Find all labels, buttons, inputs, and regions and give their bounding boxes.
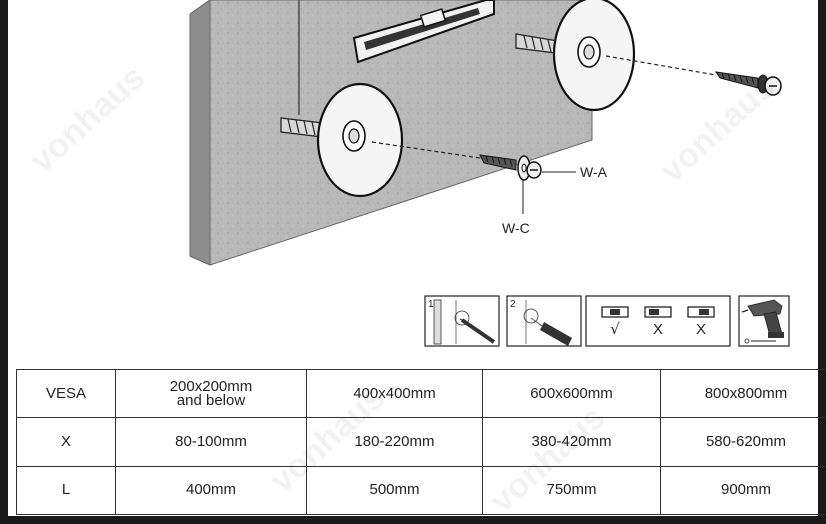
level-check-panel: √ X X: [585, 295, 731, 347]
table-cell: 900mm: [660, 465, 826, 516]
row-label: X: [16, 417, 116, 467]
cell-value-secondary: and below: [176, 391, 246, 409]
step-2-number: 2: [510, 299, 516, 310]
upper-washer-disc: [552, 0, 636, 112]
drill-bit-icon: [744, 338, 776, 344]
cell-value: 180-220mm: [354, 432, 435, 450]
step-1-panel: 1: [424, 295, 500, 347]
cell-value: 750mm: [546, 481, 597, 499]
row-label: VESA: [16, 368, 116, 419]
table-cell: 750mm: [482, 465, 661, 516]
cell-value: 80-100mm: [175, 432, 247, 450]
level-3: X: [687, 306, 715, 338]
table-cell: 500mm: [306, 465, 483, 516]
spirit-level: [352, 0, 495, 64]
cell-value: 580-620mm: [705, 432, 787, 450]
step-1-number: 1: [428, 299, 434, 310]
table-cell: 580-620mm: [660, 417, 826, 467]
step-2-panel: 2: [506, 295, 582, 347]
cell-value: 500mm: [369, 481, 420, 499]
upper-dashed-line: [605, 55, 717, 76]
table-row: X 80-100mm 180-220mm 380-420mm 580-620mm: [16, 417, 826, 467]
table-cell: 400x400mm: [306, 368, 483, 419]
cell-value: 400mm: [185, 481, 237, 499]
table-cell: 380-420mm: [482, 417, 661, 467]
table-cell: 80-100mm: [115, 417, 307, 467]
drill-panel: [738, 295, 790, 347]
upper-screw: [714, 71, 782, 96]
callout-wc: W-C: [502, 220, 530, 236]
cell-value: 200x200mm: [169, 377, 253, 395]
level-3-mark: X: [696, 321, 706, 338]
table-cell: 180-220mm: [306, 417, 483, 467]
table-cell: 400mm: [115, 465, 307, 516]
table-row: L 400mm 500mm 750mm 900mm: [16, 465, 826, 516]
level-2-mark: X: [653, 321, 663, 338]
lower-washer-disc: [316, 82, 404, 198]
level-2: X: [644, 306, 672, 338]
cell-value: 800x800mm: [704, 384, 788, 402]
callout-wa: W-A: [580, 164, 608, 180]
level-1-mark: √: [610, 320, 620, 338]
wall-mount-illustration: W-A W-C 1 2 √: [189, 0, 790, 347]
table-cell: 800x800mm: [660, 368, 826, 419]
drill-icon: [741, 299, 784, 338]
cell-value: 380-420mm: [531, 432, 612, 450]
cell-value: 600x600mm: [530, 384, 613, 402]
table-cell: 600x600mm: [482, 368, 661, 419]
lower-screw: [479, 154, 542, 181]
cell-value: 900mm: [720, 481, 772, 499]
cell-value: 400x400mm: [353, 384, 436, 402]
row-label: L: [16, 465, 116, 516]
level-1: √: [601, 306, 629, 338]
